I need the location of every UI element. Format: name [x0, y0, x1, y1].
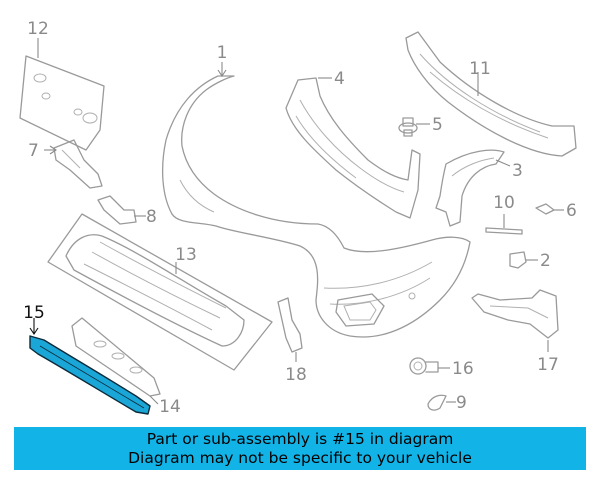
callout-5: 5 — [432, 115, 443, 135]
banner-line-1: Part or sub-assembly is #15 in diagram — [146, 430, 454, 448]
callout-13: 13 — [175, 245, 197, 265]
callout-2: 2 — [540, 251, 551, 271]
part-16-sensor — [409, 357, 450, 375]
callout-8: 8 — [146, 207, 157, 227]
callout-15: 15 — [23, 303, 45, 323]
part-13-grille — [47, 213, 273, 371]
callout-10: 10 — [493, 193, 515, 213]
part-7-bracket — [44, 139, 103, 189]
info-banner: Part or sub-assembly is #15 in diagram D… — [14, 427, 586, 470]
parts-diagram: 1 2 3 4 5 6 7 8 9 10 11 12 13 14 15 16 1… — [19, 19, 577, 417]
part-18-bracket — [277, 297, 303, 362]
part-11-energy-absorber — [405, 31, 577, 157]
callout-7: 7 — [28, 141, 39, 161]
part-5-screw — [398, 117, 430, 137]
callout-9: 9 — [456, 393, 467, 413]
part-8-bracket — [97, 195, 146, 225]
part-9-cap — [427, 394, 456, 411]
callout-12: 12 — [27, 19, 49, 39]
callout-3: 3 — [512, 161, 523, 181]
part-6-clip — [535, 203, 564, 215]
callout-16: 16 — [452, 359, 474, 379]
part-12-license-plate-bracket — [19, 38, 105, 151]
callout-17: 17 — [537, 355, 559, 375]
banner-line-2: Diagram may not be specific to your vehi… — [128, 449, 472, 467]
callout-4: 4 — [334, 69, 345, 89]
part-3-side-bracket — [435, 149, 511, 227]
callout-1: 1 — [217, 43, 228, 63]
part-4-upper-support — [285, 77, 421, 219]
callout-11: 11 — [469, 59, 491, 79]
part-17-side-support — [471, 289, 559, 352]
callout-18: 18 — [285, 365, 307, 385]
part-14-lower-grille — [71, 317, 161, 405]
part-1-bumper-cover — [162, 62, 471, 338]
part-15-lower-spoiler — [29, 318, 151, 415]
part-2-bracket — [509, 251, 538, 269]
callout-6: 6 — [566, 201, 577, 221]
part-10-trim-strip — [485, 214, 523, 235]
callout-14: 14 — [159, 397, 181, 417]
